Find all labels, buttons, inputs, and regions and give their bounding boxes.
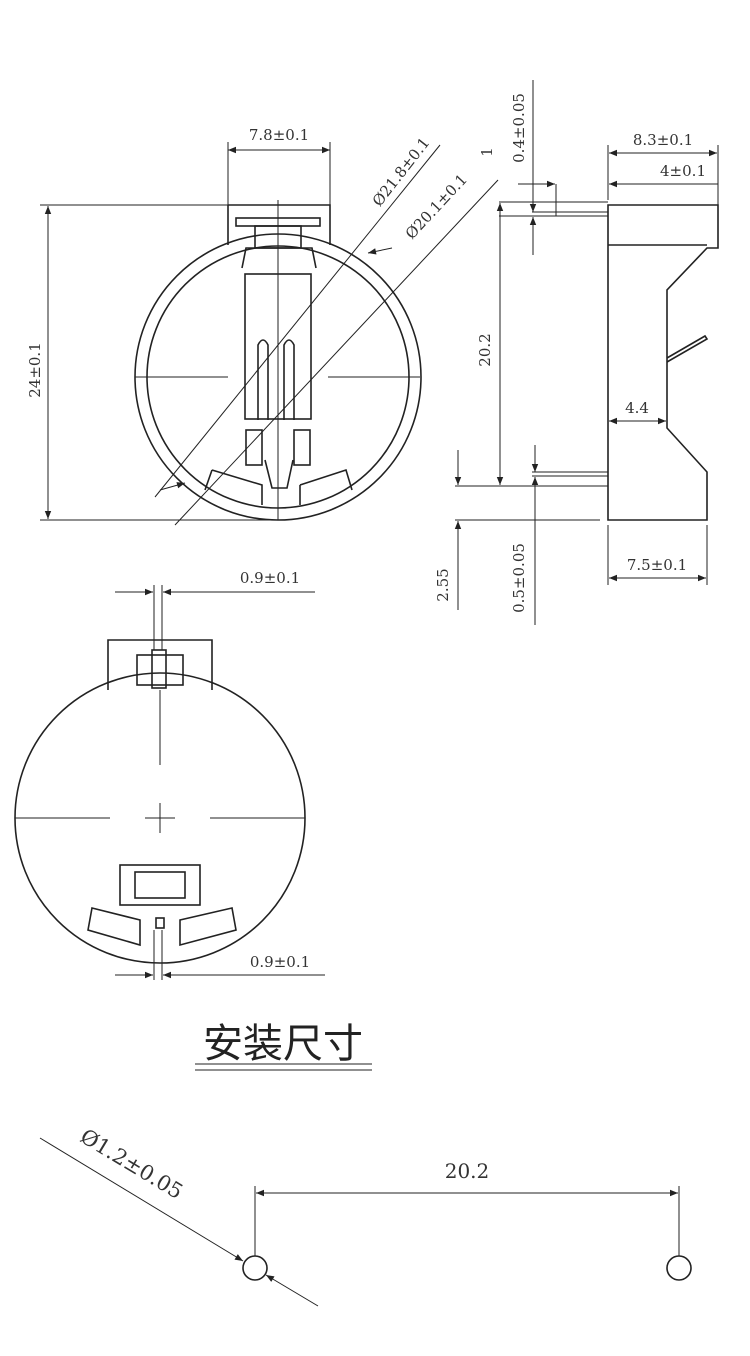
base-depth-dim: 7.5±0.1 <box>627 556 687 574</box>
bottom-offset-dim: 2.55 <box>434 568 452 601</box>
depth-total-dim: 8.3±0.1 <box>633 131 693 149</box>
pcb-footprint: 20.2 Ø1.2±0.05 <box>39 1124 692 1307</box>
title-underline <box>195 1063 372 1071</box>
pin-thickness-top-dim: 0.4±0.05 <box>510 93 528 163</box>
hole-spacing-dim: 20.2 <box>445 1159 490 1183</box>
pin-spacing-dim: 20.2 <box>476 333 494 366</box>
mounting-hole <box>666 1255 692 1281</box>
side-view: 8.3±0.1 4±0.1 0.4±0.05 1 20.2 2.55 0.5±0… <box>434 80 719 625</box>
pin-thickness-bottom-dim: 0.5±0.05 <box>510 543 528 613</box>
inner-diameter-dim: Ø20.1±0.1 <box>402 170 471 242</box>
bottom-pin-width-dim: 0.9±0.1 <box>250 953 310 971</box>
waist-dim: 4.4 <box>625 399 649 417</box>
bottom-view: 0.9±0.1 0.9±0.1 <box>14 569 325 980</box>
outer-diameter-dim: Ø21.8±0.1 <box>369 134 434 210</box>
top-pin-width-dim: 0.9±0.1 <box>240 569 300 587</box>
mounting-hole <box>242 1255 268 1281</box>
top-view: 7.8±0.1 24±0.1 Ø21.8±0.1 Ø20.1±0.1 <box>26 126 499 526</box>
depth-pin-dim: 4±0.1 <box>660 162 706 180</box>
top-offset-dim: 1 <box>478 147 496 157</box>
hole-diameter-dim: Ø1.2±0.05 <box>76 1124 187 1204</box>
height-dim: 24±0.1 <box>26 342 44 398</box>
section-title: 安装尺寸 <box>203 1021 363 1067</box>
width-tab-dim: 7.8±0.1 <box>249 126 309 144</box>
